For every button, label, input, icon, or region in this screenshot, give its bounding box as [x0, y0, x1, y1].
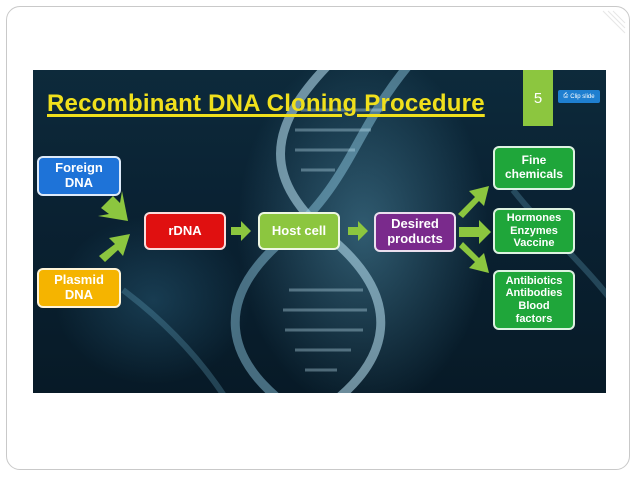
slide-content-image: Recombinant DNA Cloning Procedure 5 ⎙ Cl…	[33, 70, 606, 393]
node-plasmid-dna: Plasmid DNA	[37, 268, 121, 308]
clip-icon: ⎙	[563, 93, 569, 99]
slide-title: Recombinant DNA Cloning Procedure	[47, 90, 485, 117]
node-hormones-enzymes-vaccine: Hormones Enzymes Vaccine	[493, 208, 575, 254]
node-rdna: rDNA	[144, 212, 226, 250]
corner-decoration-icon	[602, 10, 626, 34]
node-host-cell: Host cell	[258, 212, 340, 250]
node-desired-products: Desired products	[374, 212, 456, 252]
slide-number: 5	[523, 70, 553, 126]
clip-slide-label: Clip slide	[570, 93, 595, 100]
node-fine-chemicals: Fine chemicals	[493, 146, 575, 190]
clip-slide-button[interactable]: ⎙ Clip slide	[558, 90, 600, 103]
node-foreign-dna: Foreign DNA	[37, 156, 121, 196]
node-antibiotics-antibodies-blood-factors: Antibiotics Antibodies Blood factors	[493, 270, 575, 330]
